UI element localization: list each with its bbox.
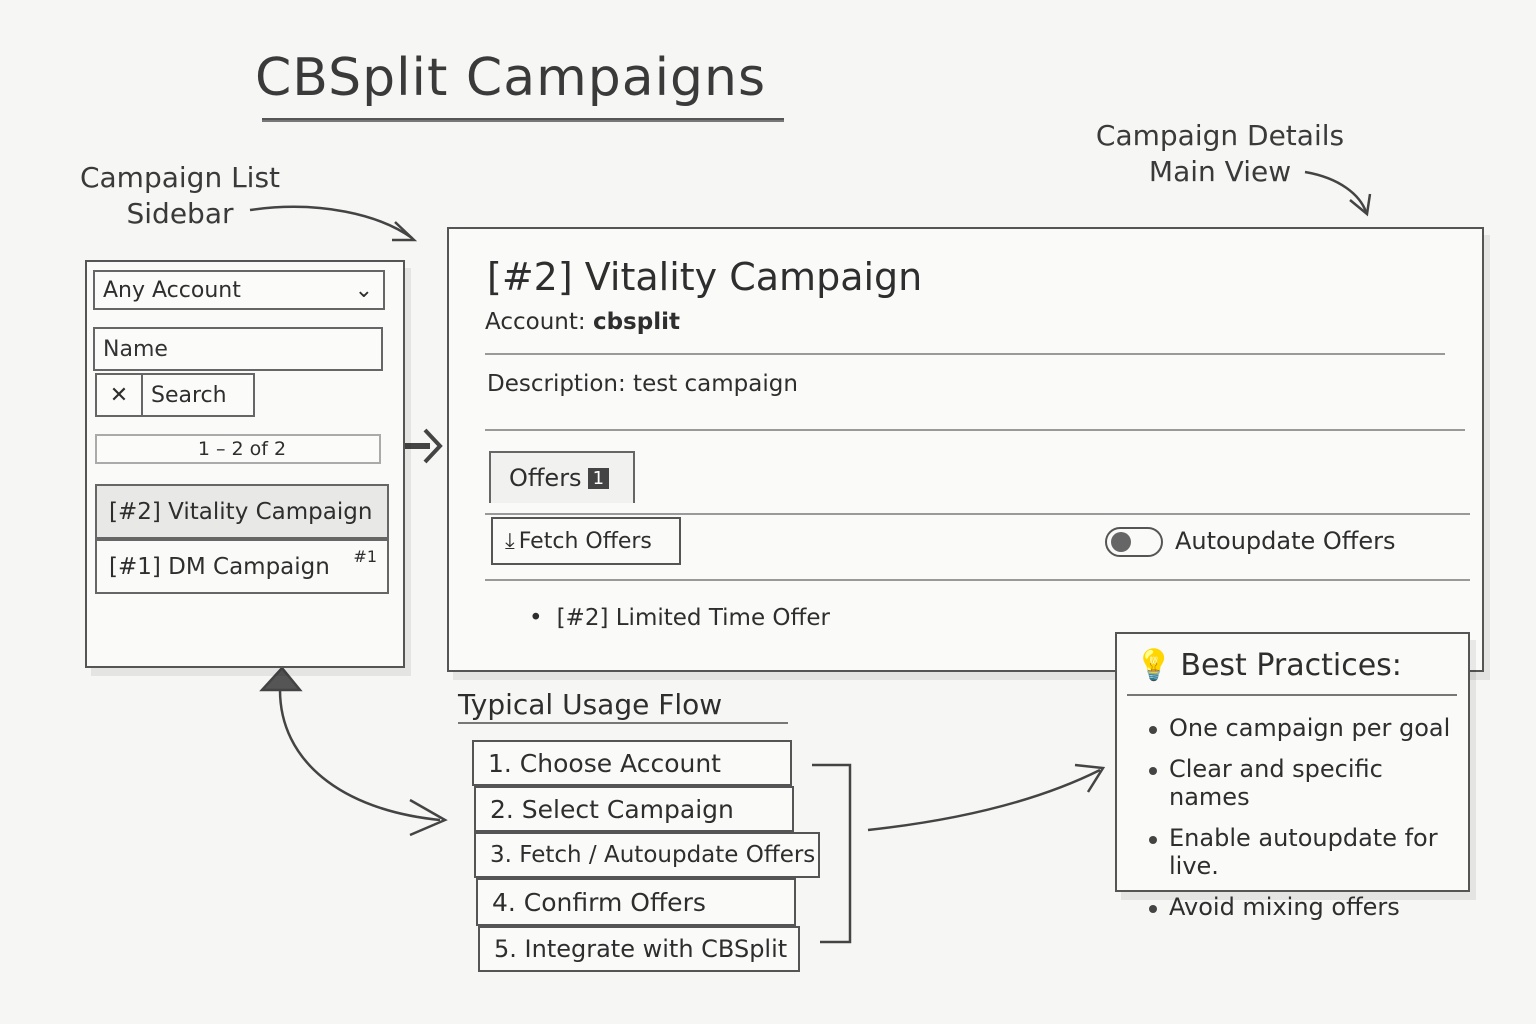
flow-step-4: 4. Confirm Offers <box>476 878 796 926</box>
autoupdate-toggle[interactable] <box>1105 527 1163 557</box>
divider <box>485 513 1470 515</box>
best-practices-panel: 💡Best Practices: One campaign per goal C… <box>1115 632 1470 921</box>
sidebar-annotation: Campaign List Sidebar <box>79 161 281 230</box>
best-practices-header: 💡Best Practices: <box>1135 648 1402 683</box>
campaign-list-sidebar: Any Account ⌄ Name ✕ Search 1 – 2 of 2 [… <box>85 260 405 668</box>
autoupdate-label: Autoupdate Offers <box>1175 527 1396 555</box>
campaign-badge: #1 <box>353 547 377 566</box>
offers-count-badge: 1 <box>587 467 610 489</box>
campaign-details-panel: [#2] Vitality Campaign Account: cbsplit … <box>447 227 1484 672</box>
chevron-down-icon: ⌄ <box>354 277 373 303</box>
offer-list-item[interactable]: • [#2] Limited Time Offer <box>529 605 830 631</box>
main-view-arrowhead <box>1349 193 1372 217</box>
account-info: Account: cbsplit <box>485 309 680 335</box>
campaign-label: [#2] Vitality Campaign <box>109 498 373 525</box>
lightbulb-icon: 💡 <box>1135 648 1173 683</box>
practice-item: Enable autoupdate for live. <box>1149 824 1468 880</box>
tab-label: Offers <box>509 464 582 492</box>
title-underline <box>262 118 784 122</box>
practice-item: Clear and specific names <box>1149 755 1468 811</box>
tab-offers[interactable]: Offers 1 <box>489 451 635 503</box>
divider <box>485 429 1465 431</box>
offer-label: [#2] Limited Time Offer <box>556 605 830 631</box>
fetch-offers-button[interactable]: ⤓Fetch Offers <box>491 517 681 565</box>
page-title: CBSplit Campaigns <box>255 48 767 108</box>
campaign-list-item-selected[interactable]: [#2] Vitality Campaign <box>95 484 389 539</box>
account-select-value: Any Account <box>103 277 241 303</box>
account-value: cbsplit <box>592 309 680 335</box>
flow-title-underline <box>458 722 788 724</box>
flow-step-2: 2. Select Campaign <box>474 786 794 832</box>
sidebar-flow-arrowhead-right <box>409 798 448 837</box>
sidebar-arrow <box>249 205 413 240</box>
campaign-label: [#1] DM Campaign <box>109 553 330 580</box>
sidebar-to-main-arrowhead <box>423 428 443 464</box>
flow-step-5: 5. Integrate with CBSplit <box>478 926 800 972</box>
divider <box>485 353 1445 355</box>
bullet-icon: • <box>529 605 543 631</box>
divider <box>485 579 1470 581</box>
account-label: Account: <box>485 309 586 335</box>
campaign-list-item[interactable]: [#1] DM Campaign #1 <box>95 539 389 594</box>
practice-item: Avoid mixing offers <box>1149 893 1468 921</box>
description: Description: test campaign <box>487 371 798 397</box>
flow-step-1: 1. Choose Account <box>472 740 792 786</box>
flow-step-3: 3. Fetch / Autoupdate Offers <box>474 832 820 878</box>
sidebar-flow-arrowhead-up <box>259 666 303 692</box>
search-button[interactable]: Search <box>151 382 227 408</box>
campaign-title: [#2] Vitality Campaign <box>487 255 923 299</box>
flow-practices-arrowhead <box>1074 763 1106 793</box>
name-search-input[interactable]: Name <box>93 327 383 371</box>
fetch-offers-label: Fetch Offers <box>518 528 652 554</box>
pagination-label: 1 – 2 of 2 <box>95 434 381 464</box>
main-view-annotation: Campaign Details Main View <box>1095 119 1345 188</box>
toggle-knob <box>1111 532 1131 552</box>
sidebar-flow-arrow <box>278 689 441 822</box>
flow-title: Typical Usage Flow <box>458 688 723 721</box>
download-icon: ⤓ <box>505 528 515 554</box>
practice-item: One campaign per goal <box>1149 714 1468 742</box>
flow-bracket <box>812 763 852 944</box>
flow-practices-arrow <box>867 768 1101 832</box>
main-view-arrow <box>1304 170 1368 213</box>
clear-x-icon[interactable]: ✕ <box>97 375 143 415</box>
account-select[interactable]: Any Account ⌄ <box>93 270 385 310</box>
best-practices-list: One campaign per goal Clear and specific… <box>1147 714 1468 934</box>
search-button-group: ✕ Search <box>95 373 255 417</box>
best-practices-title: Best Practices: <box>1180 648 1402 683</box>
divider <box>1127 694 1457 696</box>
sidebar-arrowhead <box>392 221 418 242</box>
